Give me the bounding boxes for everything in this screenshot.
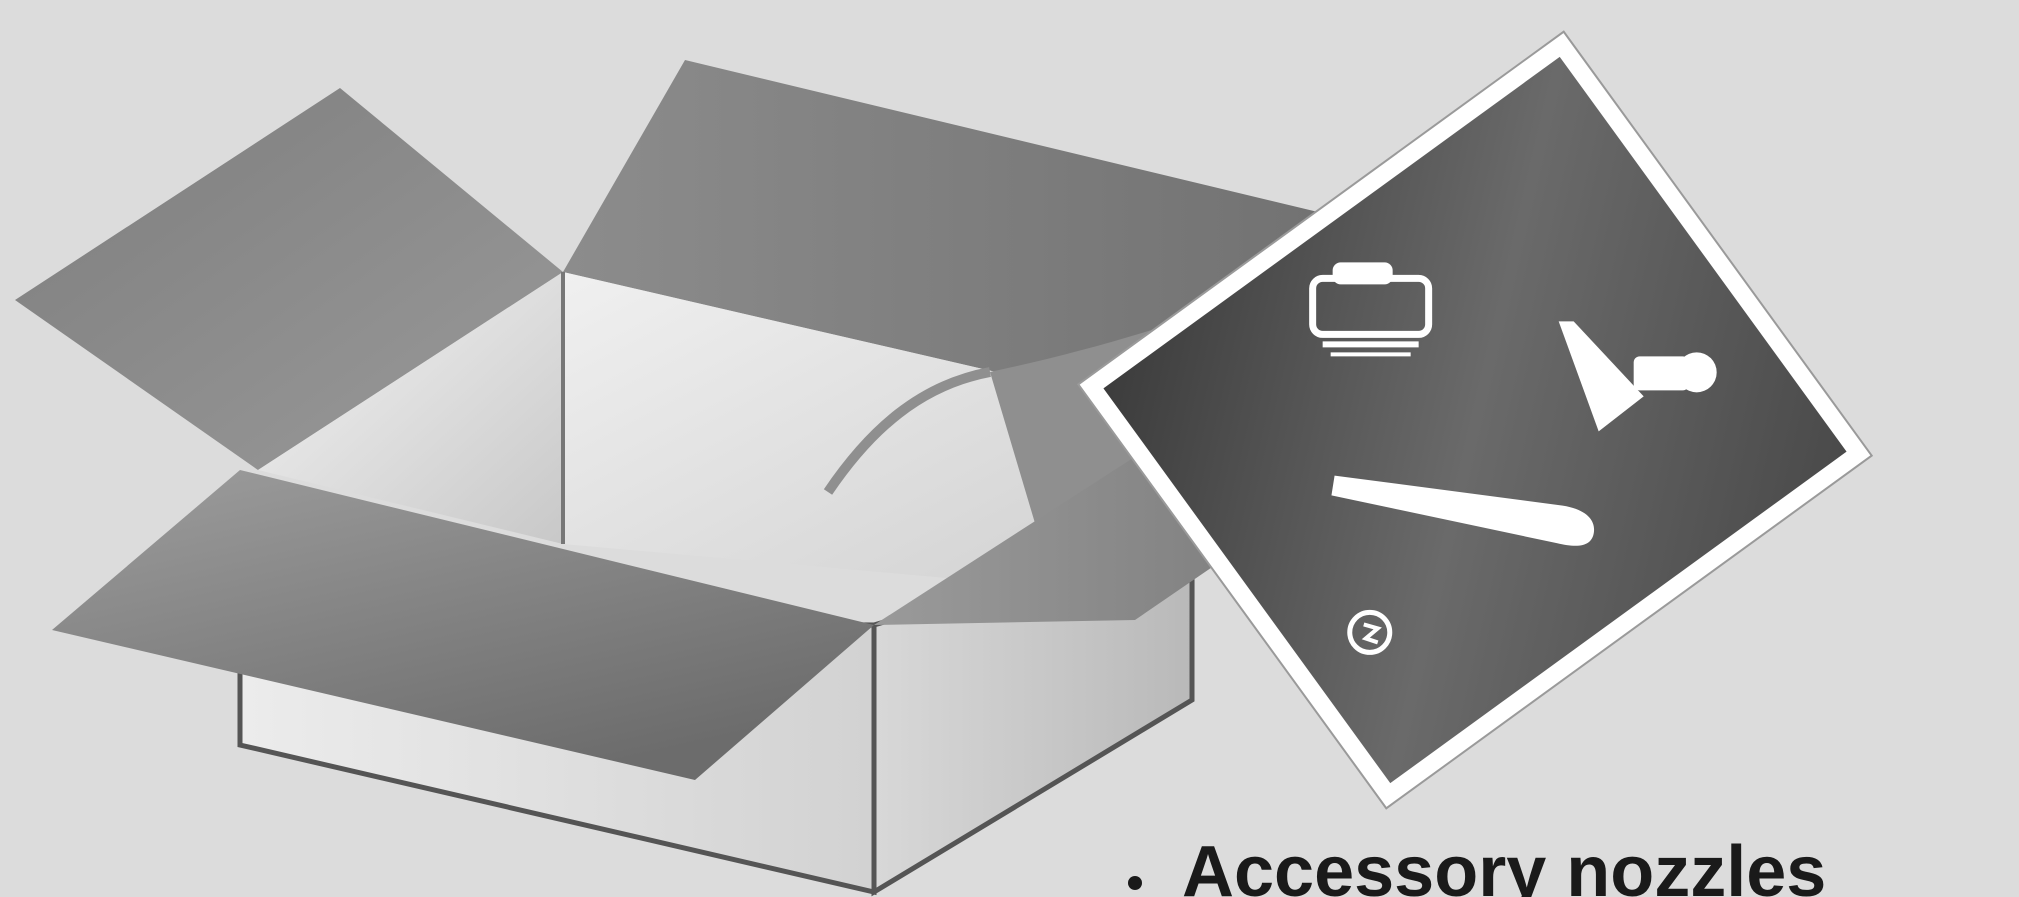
caption-text: Accessory nozzles	[1182, 836, 1826, 897]
bullet-icon	[1128, 876, 1142, 890]
accessory-bag-icon	[1078, 32, 1871, 809]
accessory-caption: Accessory nozzles	[1128, 836, 1826, 897]
